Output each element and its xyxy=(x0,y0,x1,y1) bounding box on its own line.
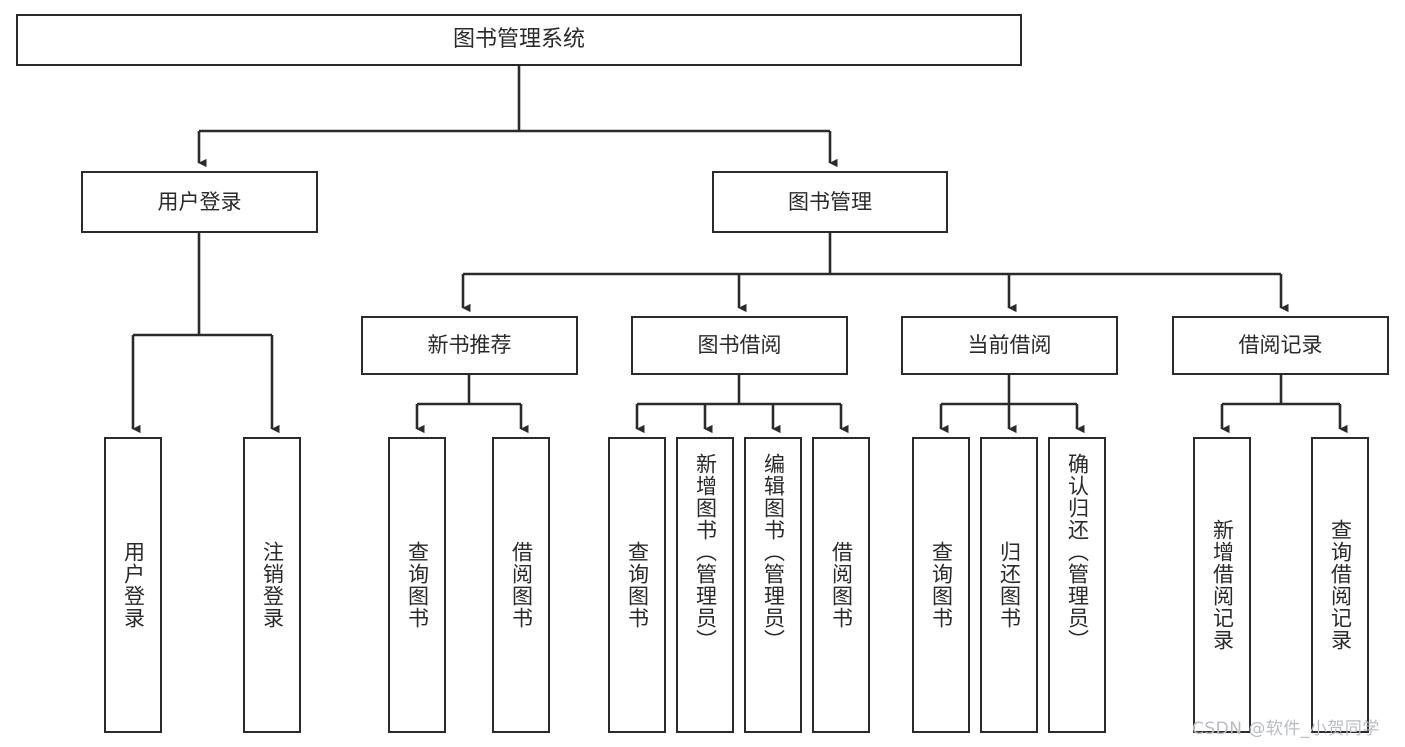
node-borrow-record[interactable]: 借阅记录 xyxy=(1172,316,1389,375)
node-leaf-borrow-add-book-admin[interactable]: 新增图书（管理员） xyxy=(676,437,734,733)
node-leaf-label: 查询图书 xyxy=(625,541,650,629)
node-new-book-recommend[interactable]: 新书推荐 xyxy=(361,316,578,375)
node-current-borrow[interactable]: 当前借阅 xyxy=(901,316,1118,375)
node-user-login-label: 用户登录 xyxy=(157,189,242,214)
node-leaf-label: 查询图书 xyxy=(405,541,430,629)
node-leaf-record-query-record[interactable]: 查询借阅记录 xyxy=(1311,437,1369,733)
node-leaf-label: 编辑图书（管理员） xyxy=(761,453,786,651)
node-current-borrow-label: 当前借阅 xyxy=(967,333,1052,358)
node-leaf-label: 新增图书（管理员） xyxy=(693,453,718,651)
node-leaf-current-return-book[interactable]: 归还图书 xyxy=(980,437,1038,733)
node-user-login[interactable]: 用户登录 xyxy=(81,171,318,233)
node-book-management-label: 图书管理 xyxy=(788,189,872,214)
node-leaf-user-login-logout[interactable]: 注销登录 xyxy=(243,437,301,733)
node-leaf-label: 注销登录 xyxy=(260,541,285,629)
node-book-borrow-label: 图书借阅 xyxy=(697,333,782,358)
node-book-management[interactable]: 图书管理 xyxy=(712,171,948,233)
node-leaf-user-login-login[interactable]: 用户登录 xyxy=(104,437,162,733)
node-leaf-label: 用户登录 xyxy=(121,541,146,629)
node-leaf-label: 借阅图书 xyxy=(509,541,534,629)
node-leaf-new-book-borrow[interactable]: 借阅图书 xyxy=(492,437,550,733)
node-root-label: 图书管理系统 xyxy=(452,27,585,53)
node-leaf-label: 确认归还（管理员） xyxy=(1065,453,1090,651)
node-leaf-borrow-edit-book-admin[interactable]: 编辑图书（管理员） xyxy=(744,437,802,733)
node-leaf-current-query-book[interactable]: 查询图书 xyxy=(912,437,970,733)
node-borrow-record-label: 借阅记录 xyxy=(1238,333,1323,358)
node-leaf-label: 新增借阅记录 xyxy=(1210,519,1235,651)
node-leaf-borrow-query-book[interactable]: 查询图书 xyxy=(608,437,666,733)
node-leaf-label: 查询借阅记录 xyxy=(1328,519,1353,651)
node-leaf-current-confirm-return-admin[interactable]: 确认归还（管理员） xyxy=(1048,437,1106,733)
node-leaf-new-book-query[interactable]: 查询图书 xyxy=(388,437,446,733)
node-leaf-label: 查询图书 xyxy=(929,541,954,629)
node-book-borrow[interactable]: 图书借阅 xyxy=(631,316,848,375)
node-leaf-borrow-borrow-book[interactable]: 借阅图书 xyxy=(812,437,870,733)
node-root-book-management-system[interactable]: 图书管理系统 xyxy=(16,14,1022,66)
node-leaf-label: 借阅图书 xyxy=(829,541,854,629)
node-new-book-recommend-label: 新书推荐 xyxy=(427,333,512,358)
node-leaf-label: 归还图书 xyxy=(997,541,1022,629)
csdn-watermark: CSDN @软件_小贺同学 xyxy=(1192,719,1380,739)
node-leaf-record-add-record[interactable]: 新增借阅记录 xyxy=(1193,437,1251,733)
